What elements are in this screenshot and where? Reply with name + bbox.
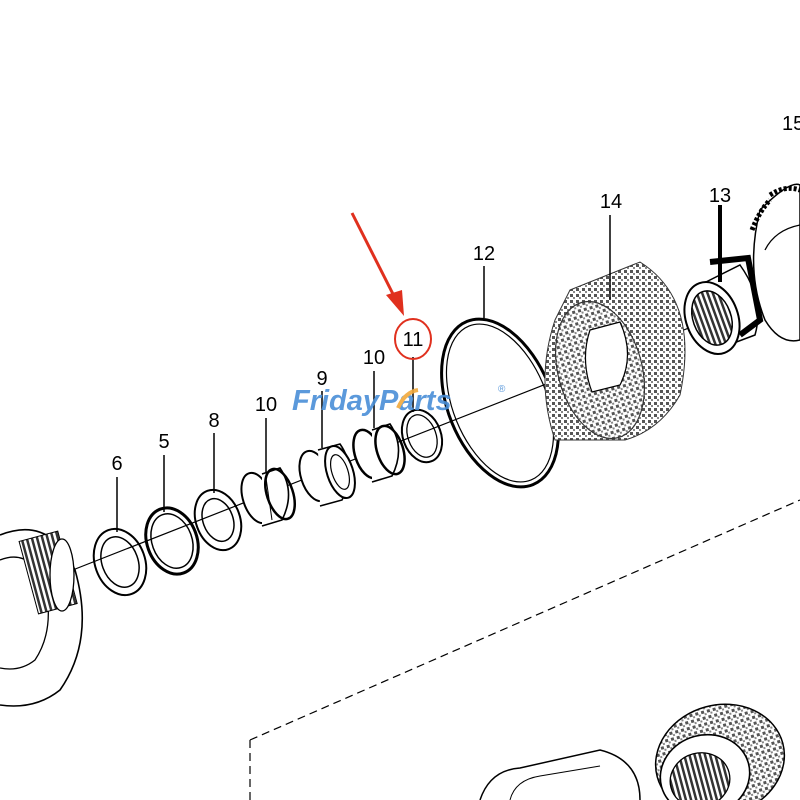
callout-label-12: 12 <box>473 243 495 265</box>
highlight-circle <box>394 318 432 360</box>
part-15-large-gear <box>749 183 800 342</box>
part-10-bearing-left <box>240 467 296 527</box>
housing-dashed-outline <box>249 499 800 800</box>
callout-label-11: 11 <box>403 329 424 351</box>
part-5-ring <box>144 506 200 576</box>
lower-gear-assembly <box>479 703 786 800</box>
highlight-arrow <box>350 212 404 316</box>
callout-label-6: 6 <box>111 453 122 475</box>
svg-text:FridayParts: FridayParts <box>292 385 452 417</box>
leader-lines <box>116 205 722 532</box>
callout-label-9: 9 <box>316 368 327 390</box>
callout-label-5: 5 <box>158 431 169 453</box>
shaft-hub-part <box>0 528 84 707</box>
callout-label-14: 14 <box>600 191 622 213</box>
part-8-washer <box>193 488 243 552</box>
watermark-part1: Friday <box>292 385 381 417</box>
callout-label-8: 8 <box>208 410 219 432</box>
part-13-bearing-ring <box>683 254 764 355</box>
part-6-washer <box>92 527 148 597</box>
callout-label-15: 15 <box>782 113 800 135</box>
callout-label-10-left: 10 <box>255 394 277 416</box>
watermark-logo: FridayParts ® <box>292 384 506 417</box>
part-10-bearing-right <box>352 423 406 483</box>
watermark-registered-mark: ® <box>498 384 506 395</box>
callout-label-10-right: 10 <box>363 347 385 369</box>
part-9-sleeve <box>298 443 356 507</box>
callout-label-13: 13 <box>709 185 731 207</box>
part-14-disc-pack <box>544 261 686 441</box>
